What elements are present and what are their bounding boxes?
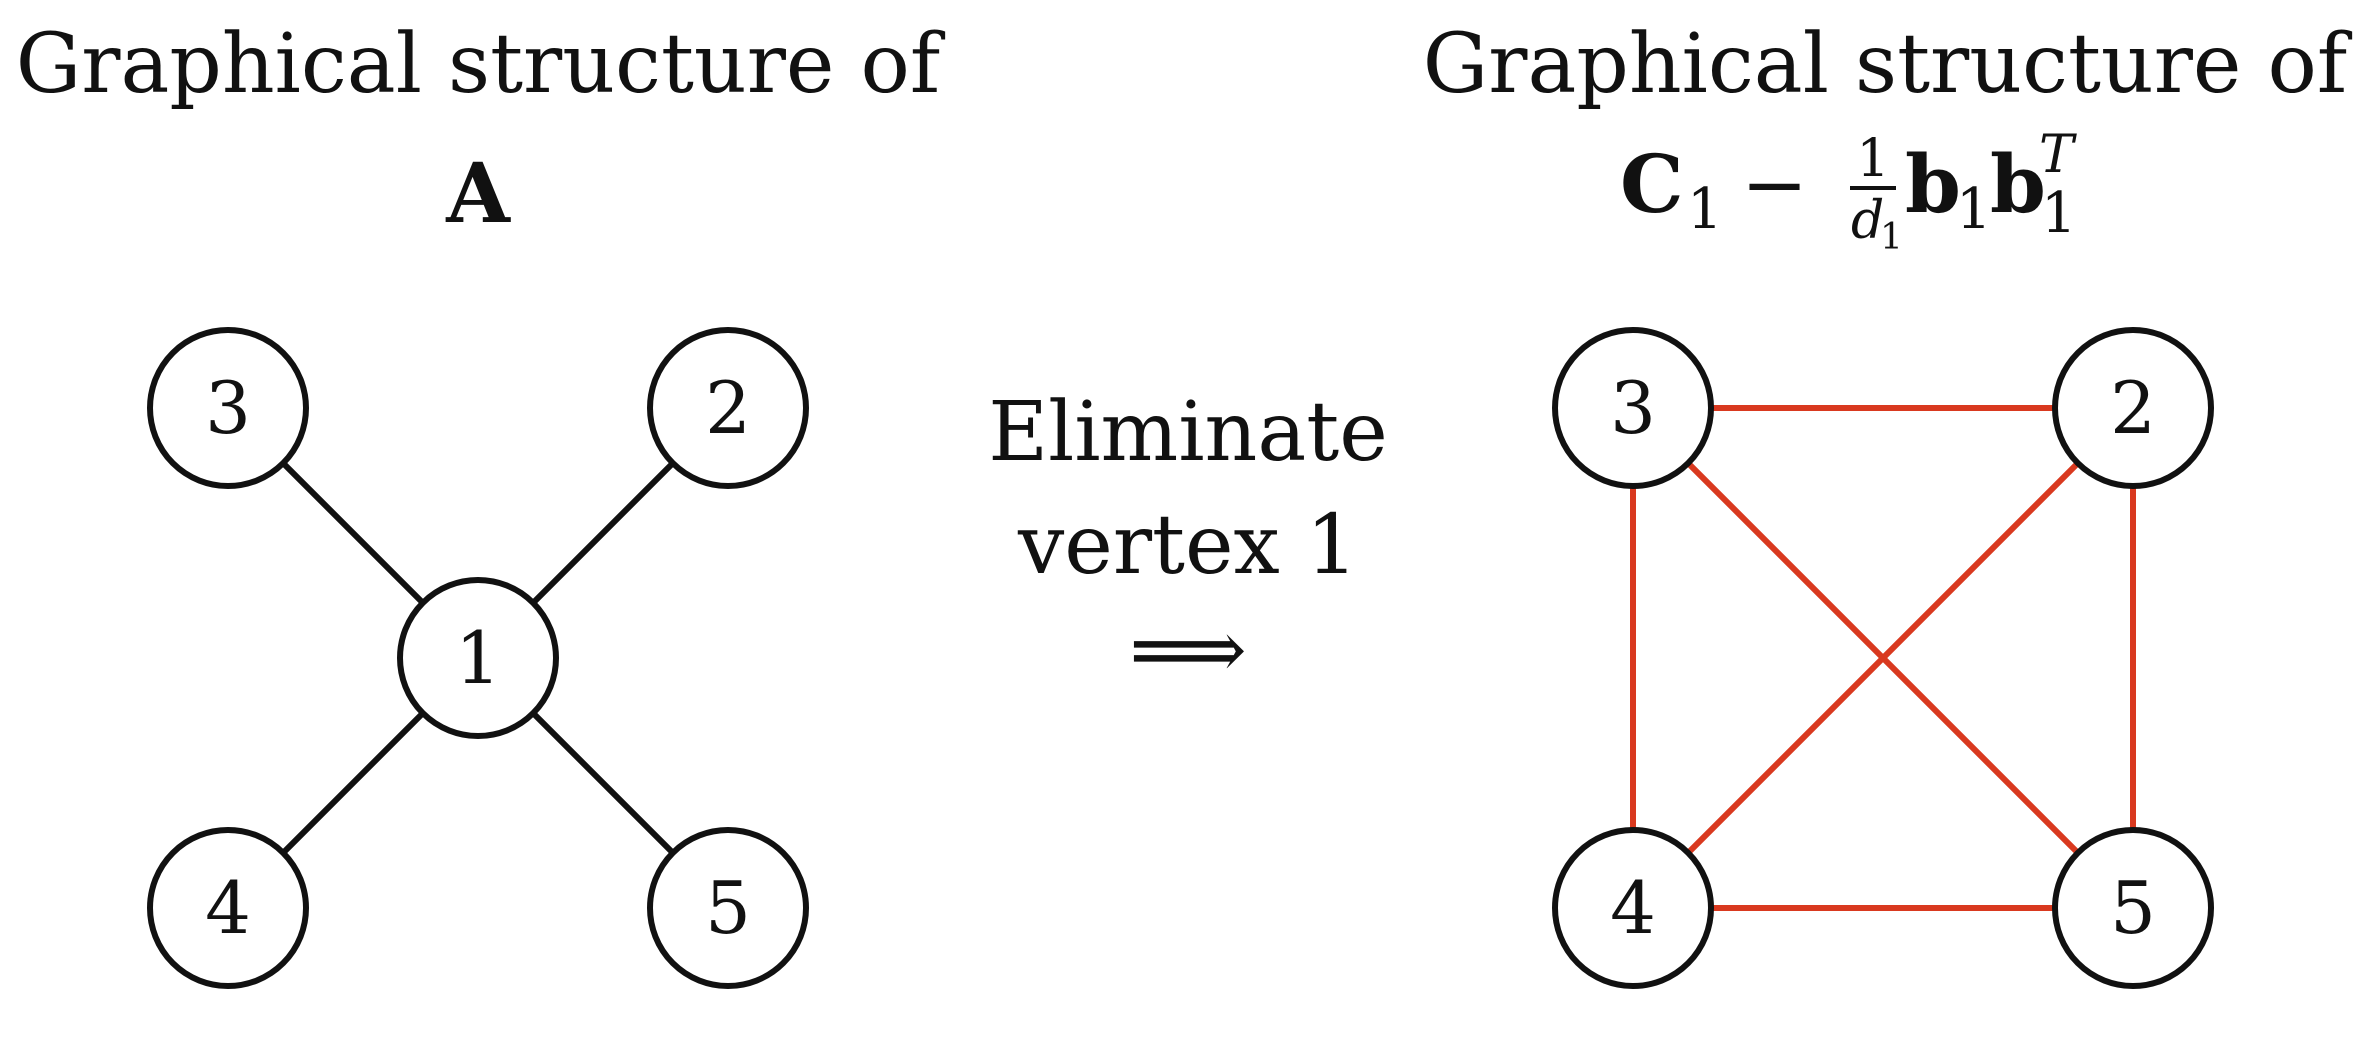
- implies-arrow-icon: ⟹: [1129, 603, 1247, 698]
- formula-frac-den: d: [1851, 191, 1884, 251]
- left-node-circle: [647, 327, 809, 489]
- formula-b2-sub: 1: [2041, 181, 2077, 246]
- formula-b2: b: [1990, 137, 2046, 231]
- formula-b1: b: [1905, 137, 1961, 231]
- left-node-circle: [147, 327, 309, 489]
- left-node-5: 5: [647, 827, 809, 989]
- left-node-1: 1: [397, 577, 559, 739]
- left-node-label: 1: [455, 616, 501, 700]
- left-node-3: 3: [147, 327, 309, 489]
- right-graph: 2 3 4 5: [1552, 327, 2214, 989]
- right-node-circle: [2052, 327, 2214, 489]
- formula-C: C: [1620, 137, 1684, 231]
- formula-b1-sub: 1: [1956, 177, 1992, 242]
- right-nodes: 2 3 4 5: [1552, 327, 2214, 989]
- right-node-circle: [1552, 827, 1714, 989]
- right-node-3: 3: [1552, 327, 1714, 489]
- right-node-label: 3: [1610, 366, 1656, 450]
- formula-minus: −: [1741, 138, 1808, 231]
- left-node-circle: [647, 827, 809, 989]
- right-node-label: 4: [1610, 866, 1656, 950]
- left-node-label: 5: [705, 866, 751, 950]
- right-title-line1: Graphical structure of: [1423, 17, 2353, 112]
- left-matrix-symbol: A: [445, 146, 511, 242]
- left-nodes: 1 2 3 4 5: [147, 327, 809, 989]
- formula-b2-sup: T: [2039, 125, 2077, 185]
- left-node-label: 4: [205, 866, 251, 950]
- left-node-label: 2: [705, 366, 751, 450]
- left-node-4: 4: [147, 827, 309, 989]
- formula-frac-num: 1: [1856, 129, 1889, 189]
- right-node-circle: [2052, 827, 2214, 989]
- right-node-2: 2: [2052, 327, 2214, 489]
- left-title-line1: Graphical structure of: [16, 17, 946, 112]
- left-node-label: 3: [205, 366, 251, 450]
- left-node-circle: [147, 827, 309, 989]
- right-node-label: 2: [2110, 366, 2156, 450]
- right-node-circle: [1552, 327, 1714, 489]
- right-node-5: 5: [2052, 827, 2214, 989]
- left-graph: 1 2 3 4 5: [147, 327, 809, 989]
- formula-C-sub: 1: [1687, 177, 1723, 242]
- left-title: Graphical structure of A: [16, 17, 946, 242]
- right-formula: C 1 − 1 d 1 b 1 b 1 T: [1620, 125, 2077, 258]
- right-node-4: 4: [1552, 827, 1714, 989]
- right-node-label: 5: [2110, 866, 2156, 950]
- right-title: Graphical structure of C 1 − 1 d 1 b 1 b…: [1423, 17, 2353, 258]
- vertex-label: vertex 1: [1017, 498, 1358, 593]
- left-node-2: 2: [647, 327, 809, 489]
- eliminate-label: Eliminate: [988, 385, 1387, 480]
- right-edge-2-4: [1630, 405, 2136, 911]
- formula-frac-den-sub: 1: [1880, 217, 1903, 258]
- right-edges: [1630, 405, 2136, 911]
- left-node-circle: [397, 577, 559, 739]
- elimination-step: Eliminate vertex 1 ⟹: [988, 385, 1387, 698]
